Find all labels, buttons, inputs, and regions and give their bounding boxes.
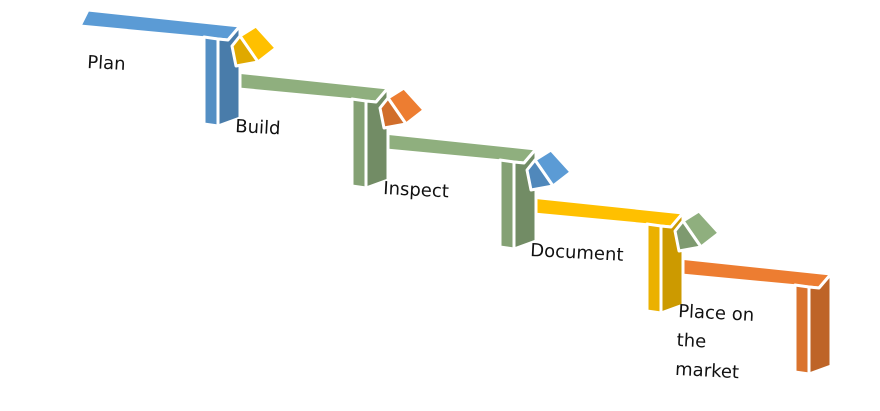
step-block-leg [645, 222, 663, 315]
step-block-top [669, 256, 833, 290]
step-block-top [78, 8, 242, 42]
step-label-document: Document [529, 239, 625, 266]
step-block-top [374, 131, 538, 165]
connector-arrow [378, 86, 426, 130]
step-block-place-on-the-market [669, 256, 833, 376]
step-block-leg [498, 158, 516, 251]
connector-arrow [230, 24, 278, 68]
step-label-inspect: Inspect [382, 177, 450, 203]
step-label-place-on-the-market: Place on the market [674, 300, 755, 384]
connector-arrow-base [525, 158, 555, 192]
step-block-leg [202, 35, 220, 128]
step-label-plan: Plan [86, 51, 127, 75]
step-block-top [521, 195, 685, 229]
step-block-leg-side [807, 272, 833, 376]
connector-arrow [525, 148, 573, 192]
step-block-leg [350, 97, 368, 190]
connector-arrow-base [673, 219, 703, 253]
connector-arrow-base [378, 96, 408, 130]
step-block-top [226, 70, 390, 104]
step-label-build: Build [234, 115, 282, 140]
step-block-leg [793, 283, 811, 376]
connector-arrow [673, 209, 721, 253]
connector-arrow-base [230, 34, 260, 68]
